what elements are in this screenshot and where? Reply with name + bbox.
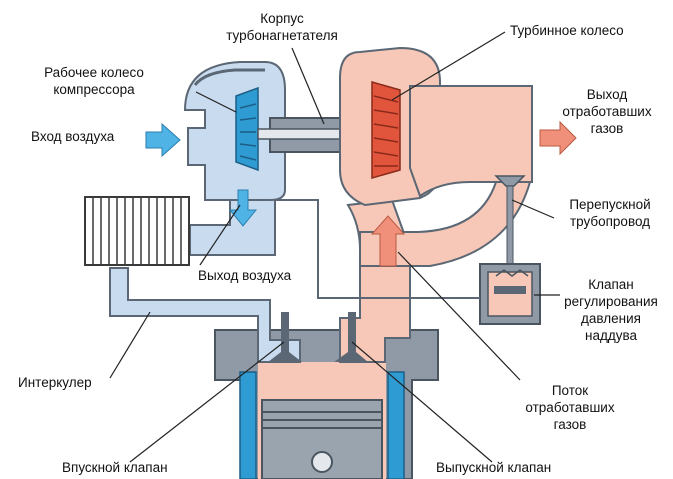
intercooler [84, 196, 190, 266]
air-inlet-arrow [145, 122, 181, 158]
leader-lines [109, 31, 560, 463]
label-bypass-pipe: Перепускной трубопровод [569, 197, 651, 229]
exhaust-outlet-arrow [539, 120, 577, 156]
boost-control-actuator [479, 263, 541, 325]
label-turbo-housing: Корпус турбонагнетателя [226, 11, 338, 43]
label-boost-valve: Клапан регулирования давления наддува [564, 277, 658, 343]
label-exhaust-flow: Поток отработавших газов [525, 383, 615, 432]
label-air-inlet: Вход воздуха [31, 129, 115, 144]
bypass-pipe [359, 181, 532, 267]
label-exhaust-outlet: Выход отработавших газов [562, 87, 652, 136]
label-intercooler: Интеркулер [18, 375, 92, 390]
label-compressor-wheel: Рабочее колесо компрессора [44, 65, 144, 97]
intake-pipe [109, 267, 301, 363]
wastegate-valve [494, 175, 526, 283]
intake-valve [268, 312, 302, 362]
cylinder-wall-left [239, 371, 257, 479]
turbine-wheel [371, 81, 401, 179]
piston [261, 399, 383, 479]
label-air-outlet: Выход воздуха [198, 268, 292, 283]
boost-control-line [275, 199, 480, 299]
label-turbine-wheel: Турбинное колесо [510, 23, 624, 38]
compressor-wheel [235, 86, 259, 172]
label-intake-valve: Впускной клапан [62, 460, 168, 475]
compressor-housing [183, 61, 286, 201]
cylinder-wall-right [387, 371, 405, 479]
exhaust-flow-arrow [370, 215, 406, 267]
exhaust-valve [334, 312, 368, 362]
label-exhaust-valve: Выпускной клапан [436, 460, 552, 475]
